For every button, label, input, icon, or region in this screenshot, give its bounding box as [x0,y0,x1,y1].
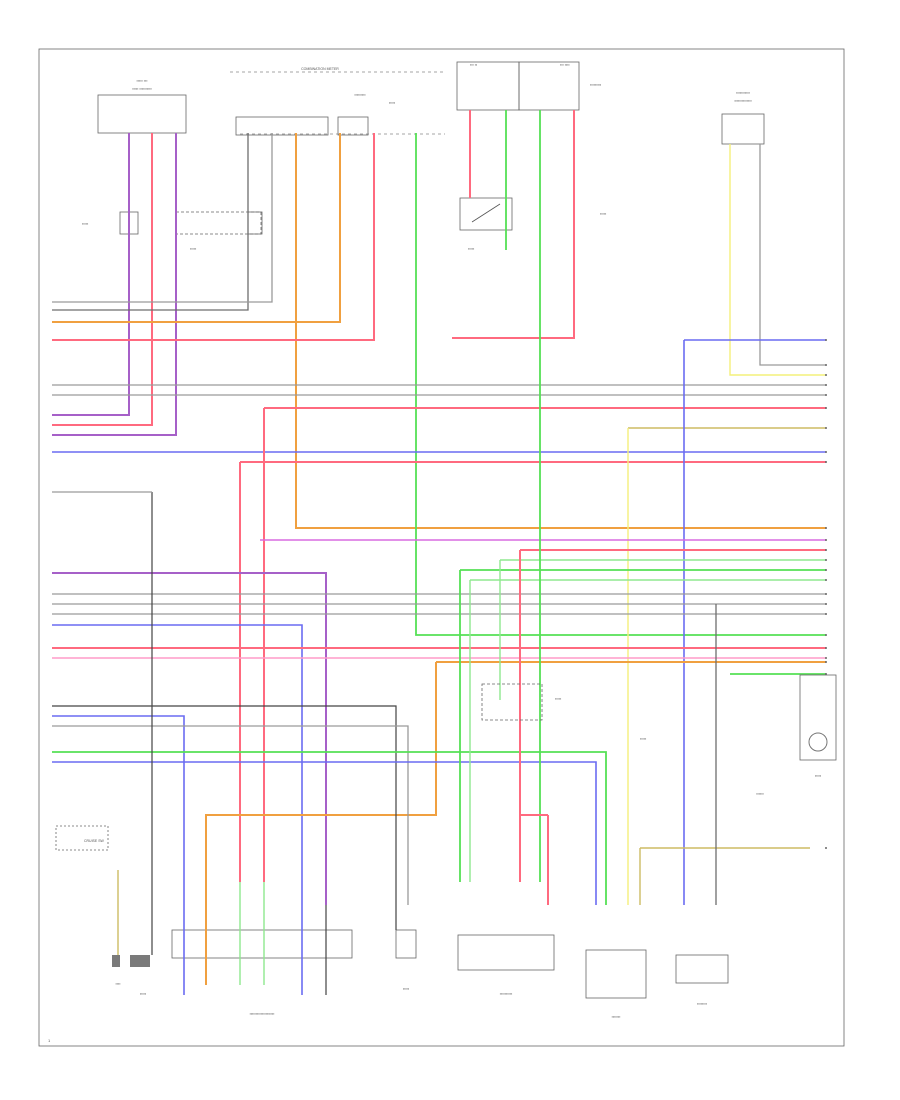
component-label-top-left-2: ▪▪▪▪▪ ▪▪▪▪▪▪▪▪▪▪ [132,87,152,91]
top-right-label-1: ▪▪▪▪▪▪▪▪▪▪▪ [736,91,750,95]
top-vertical-wires [52,110,826,636]
bus-blue-left [52,624,303,905]
bus-orange-mid-down [205,662,437,905]
relay-box-lower-mid [481,683,543,721]
switch-right-label: ▪▪▪▪▪ [600,212,606,216]
switch-box-mid [459,197,513,231]
top-mid-label-2: ▪▪▪ ▪▪▪▪ [560,63,570,67]
sensor-box [395,929,417,959]
bus-gray-lower [52,725,409,905]
component-label-top-left-1: ▪▪▪▪▪ ▪▪▪ [137,79,148,83]
right-edge-sub-label: ▪▪▪▪▪▪ [756,792,763,796]
component-box-top-mid-a [456,61,520,111]
wire-yellow-top-right [729,144,826,376]
wire-purple-1 [52,133,130,416]
top-bus-label: COMBINATION METER [301,67,339,71]
relay-lower-mid-label: ▪▪▪▪▪ [555,697,561,701]
wire-green-long [415,133,826,636]
relay-center-solid [247,211,263,235]
component-box-top-mid-b [518,61,580,111]
wire-orange-short [52,133,341,323]
lower-mid-components: ▪▪▪▪▪ ▪▪▪▪▪ ▪▪▪▪▪ ▪▪▪▪▪▪ [481,674,837,796]
meter-sub-label-2: ▪▪▪▪▪ [389,101,395,105]
switch-contact [471,203,501,223]
bottom-wire-terminals [117,870,397,995]
wire-gray-meter-2 [52,133,273,303]
relay-left-label: ▪▪▪▪▪ [82,222,88,226]
solenoid-label: ▪▪▪▪▪▪▪▪▪▪ [500,992,512,996]
switch-lower-mid-label: ▪▪▪▪▪ [640,737,646,741]
top-mid-label-3: ▪▪▪▪▪▪▪▪▪ [590,83,601,87]
top-mid-label-1: ▪▪▪ ▪▪ [470,63,477,67]
page-number: 1 [48,1038,51,1043]
connector-left-2-label: ▪▪▪▪▪ [140,992,146,996]
wire-gray-meter-1 [52,133,249,311]
right-terminals [825,339,827,849]
wire-purple-2 [52,133,177,436]
upper-relays: ▪▪▪▪▪ ▪▪▪▪▪ ▪▪▪▪▪ ▪▪▪▪▪ [82,197,606,251]
motor-symbol [808,732,828,752]
ecm-label: ▪▪▪▪▪▪▪▪▪▪▪▪▪▪▪▪▪▪▪▪ [250,1012,275,1016]
component-box-top-right [721,113,765,145]
horizontal-bus [52,339,826,905]
component-box-meter-a [235,116,329,136]
component-box-meter-b [337,116,369,136]
bus-blue-lower [52,715,185,905]
bus-blue-bottom [52,761,597,905]
wire-gray-top-right [759,144,826,366]
top-right-label-2: ▪▪▪▪▪▪▪▪▪▪▪▪▪▪ [734,99,751,103]
connector-left-1 [112,955,120,967]
right-edge-label: ▪▪▪▪▪ [815,774,821,778]
wire-orange-long [295,133,826,529]
top-components: ▪▪▪▪▪ ▪▪▪ ▪▪▪▪▪ ▪▪▪▪▪▪▪▪▪▪ COMBINATION M… [97,61,765,145]
wire-red-1 [52,133,153,426]
ecm-box [171,929,353,959]
relay-center-label: ▪▪▪▪▪ [190,247,196,251]
bus-purple-left [52,572,327,905]
bus-dark-lower [52,705,397,905]
bus-green-lower [52,751,607,905]
sensor-label: ▪▪▪▪▪ [403,987,409,991]
mid-vertical-wires [52,200,810,905]
connector-left-1-label: ▪▪▪▪ [116,982,121,986]
connector-left-2 [130,955,150,967]
component-right-edge [799,674,837,761]
component-box-top-left [97,94,187,134]
meter-sub-label-1: ▪▪▪▪▪▪▪▪▪ [354,93,365,97]
actuator-box [675,954,729,984]
bottom-components: CRUISE SW ▪▪▪▪ ▪▪▪▪▪ ▪▪▪▪▪▪▪▪▪▪▪▪▪▪▪▪▪▪▪… [48,825,729,1043]
switch-mid-label: ▪▪▪▪▪ [468,247,474,251]
wire-red-meter [52,133,375,341]
control-module-box [585,949,647,999]
solenoid-box [457,934,555,971]
diagram-border [38,48,845,1047]
control-module-label: ▪▪▪▪▪▪▪ [612,1015,621,1019]
cruise-switch-label: CRUISE SW [84,839,105,843]
wire-red-right [452,110,575,339]
actuator-label: ▪▪▪▪▪▪▪▪ [697,1002,707,1006]
cruise-switch-box [55,825,109,851]
